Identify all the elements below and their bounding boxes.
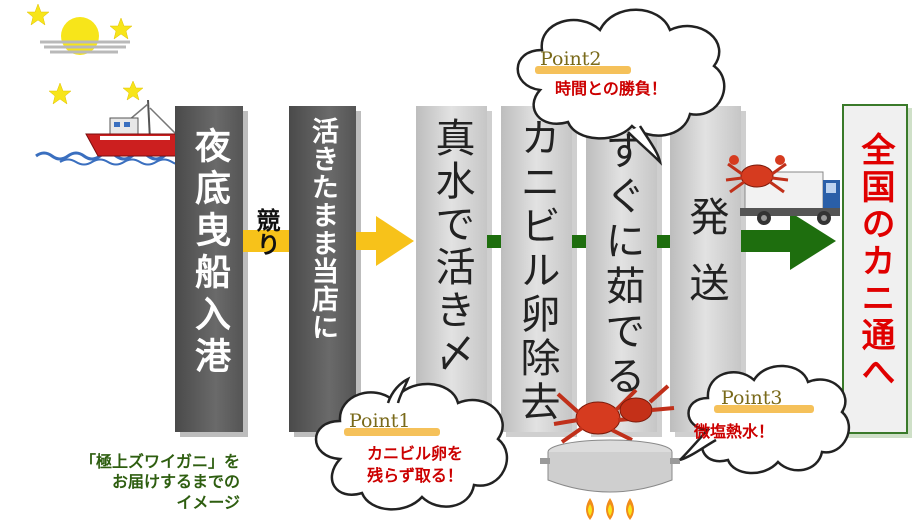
step-night-trawler-arrival — [175, 106, 243, 432]
point-2-highlight — [535, 66, 631, 74]
destination-text: 全国のカニ通へ — [855, 132, 895, 391]
boiling-pot-icon — [540, 384, 680, 520]
step-6-label: 発送 — [670, 196, 741, 328]
step-4-text: カニビル卵除去 — [513, 117, 560, 425]
point-2-text: 時間との勝負！ — [555, 79, 667, 98]
crab-icon — [553, 384, 675, 444]
step-5-label: すぐに茹でる — [586, 130, 657, 400]
point-1-highlight — [344, 428, 440, 436]
point-3-label: Point3 — [721, 387, 783, 409]
crab-icon — [725, 155, 789, 194]
arrow-right-icon — [356, 216, 414, 266]
auction-label: 競り — [246, 208, 286, 256]
step-2-label: 活きたまま当店に — [289, 117, 356, 341]
star-icon — [122, 80, 144, 101]
moon-icon — [40, 17, 130, 55]
step-4-label: カニビル卵除去 — [501, 117, 572, 425]
step-live-to-shop — [289, 106, 356, 432]
connector-green — [572, 235, 586, 248]
point-1-text: カニビル卵を 残らず取る！ — [366, 444, 463, 485]
flame-icon — [586, 498, 594, 520]
step-1-text: 夜底曳船入港 — [189, 127, 230, 379]
connector-green — [657, 235, 670, 248]
step-boil-immediately — [586, 106, 657, 432]
point-3-highlight — [714, 405, 814, 413]
arrow-right-icon — [741, 212, 836, 270]
auction-text: 競り — [252, 208, 280, 256]
connector-green — [487, 235, 501, 248]
flame-icon — [626, 498, 634, 520]
star-icon — [109, 17, 133, 40]
step-3-label: 真水で活き〆 — [416, 117, 487, 375]
step-freshwater-kill — [416, 106, 487, 432]
thought-cloud-icon — [314, 376, 509, 511]
star-icon — [26, 3, 50, 26]
point-2-label: Point2 — [540, 48, 602, 70]
step-3-text: 真水で活き〆 — [428, 117, 475, 375]
step-6-text: 発送 — [682, 196, 729, 328]
thought-cloud-icon — [679, 364, 851, 475]
thought-cloud-icon — [516, 8, 726, 166]
flame-icon — [606, 498, 614, 520]
destination-label: 全国のカニ通へ — [842, 132, 908, 391]
step-1-label: 夜底曳船入港 — [175, 127, 243, 379]
point-1-label: Point1 — [349, 410, 411, 432]
destination-box — [842, 104, 908, 434]
step-2-text: 活きたまま当店に — [307, 117, 338, 341]
connector-auction — [243, 230, 289, 252]
star-icon — [48, 82, 72, 105]
step-5-text: すぐに茹でる — [598, 130, 645, 400]
diagram-caption: 「極上ズワイガニ」を お届けするまでの イメージ — [79, 452, 240, 512]
point-3-text: 微塩熱水！ — [694, 422, 775, 441]
step-leech-egg-removal — [501, 106, 572, 432]
